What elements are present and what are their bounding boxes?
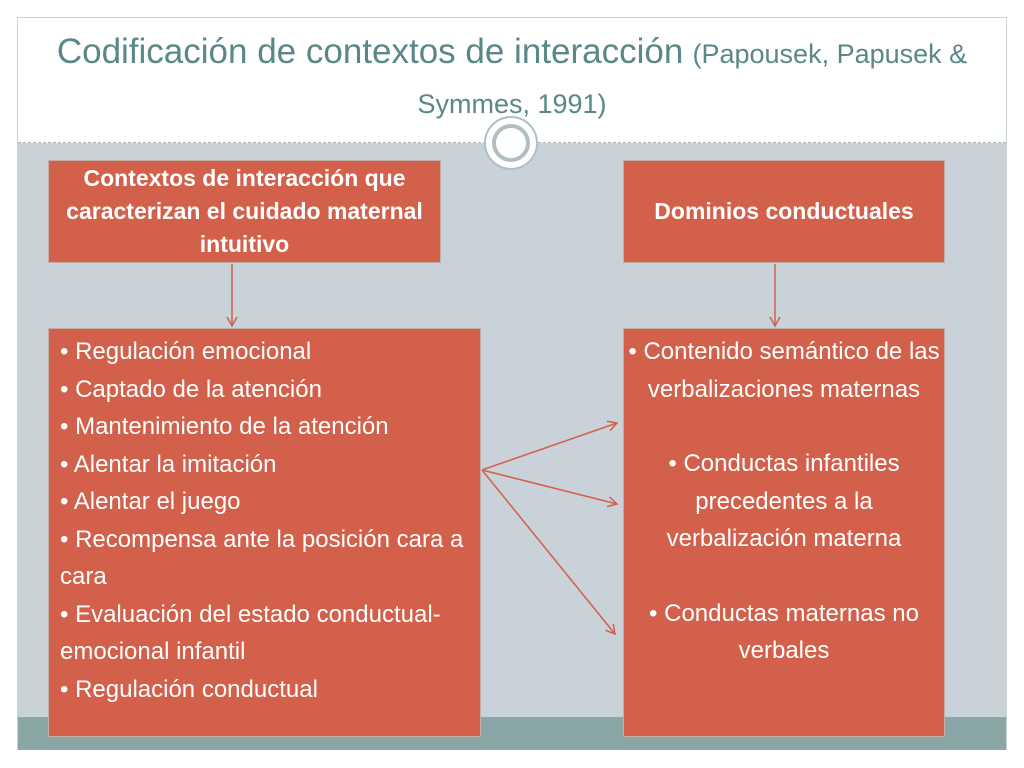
slide-title: Codificación de contextos de interacción…	[30, 28, 994, 128]
domains-list-box: • Contenido semántico de las verbalizaci…	[623, 328, 945, 737]
contexts-header-box: Contextos de interacción que caracteriza…	[48, 160, 441, 263]
contexts-list-item: • Regulación conductual	[60, 675, 318, 703]
domains-list-item: • Conductas maternas no verbales	[649, 599, 919, 665]
divider-circle-ornament	[484, 116, 538, 170]
contexts-list-item: • Alentar el juego	[60, 488, 241, 515]
contexts-list-item: • Mantenimiento de la atención	[60, 413, 389, 440]
contexts-list-item: • Recompensa ante la posición cara a car…	[60, 525, 464, 591]
contexts-header-text: Contextos de interacción que caracteriza…	[66, 165, 423, 257]
domains-header-box: Dominios conductuales	[623, 160, 945, 263]
arrow-to-semantic-content	[481, 420, 619, 471]
domains-list-item: • Contenido semántico de las verbalizaci…	[628, 338, 940, 403]
contexts-list-item: • Alentar la imitación	[60, 450, 277, 478]
divider-circle-inner	[492, 124, 530, 162]
contexts-list-item: • Captado de la atención	[60, 375, 322, 403]
domains-header-text: Dominios conductuales	[654, 198, 914, 224]
contexts-list-box: • Regulación emocional • Captado de la a…	[48, 328, 481, 737]
contexts-list-item: • Regulación emocional	[60, 338, 312, 365]
title-citation: (Papousek, Papusek & Symmes, 1991)	[417, 39, 968, 119]
domains-list-item: • Conductas infantiles precedentes a la …	[666, 450, 902, 552]
arrow-to-nonverbal-behaviors	[481, 469, 616, 636]
title-main: Codificación de contextos de interacción	[56, 32, 684, 71]
arrow-to-infant-behaviors	[481, 469, 619, 508]
contexts-list-item: • Evaluación del estado conductual-emoci…	[60, 600, 441, 666]
